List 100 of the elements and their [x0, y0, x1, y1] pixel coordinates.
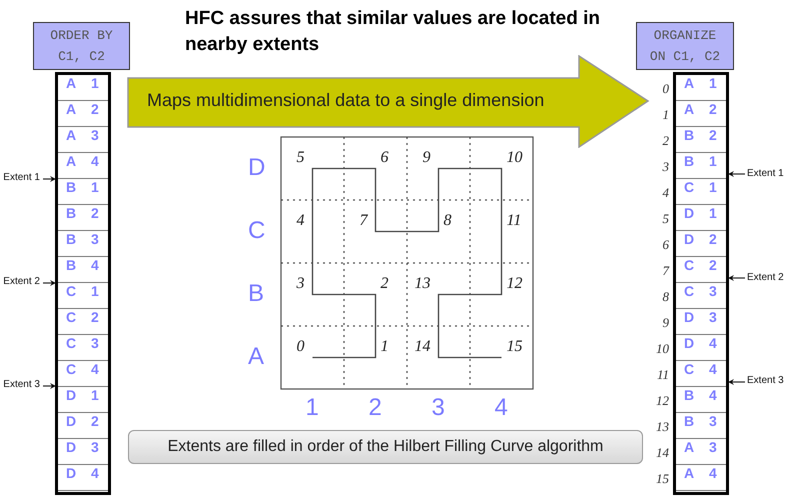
table-cell: B: [684, 127, 694, 143]
table-cell: 1: [91, 179, 99, 195]
row-index: 12: [655, 393, 669, 409]
table-cell: 3: [91, 439, 99, 455]
row-index: 14: [655, 445, 669, 461]
extent-label: Extent 3: [3, 379, 40, 391]
table-cell: 1: [709, 205, 717, 221]
banner-arrow: Maps multidimensional data to a single dimension: [127, 55, 650, 148]
table-cell: 1: [709, 153, 717, 169]
axis-label: D: [248, 155, 266, 181]
table-cell: 3: [709, 309, 717, 325]
curve-number: 4: [296, 212, 304, 230]
row-index: 8: [662, 289, 669, 305]
curve-number: 15: [506, 338, 522, 356]
note-box: Extents are filled in order of the Hilbert Filling Curve algorithm: [128, 430, 643, 464]
table-cell: 1: [91, 283, 99, 299]
table-cell: A: [684, 465, 694, 481]
table-frame: [673, 72, 729, 495]
row-index: 15: [655, 471, 669, 487]
table-cell: 2: [709, 101, 717, 117]
extent-label: Extent 1: [3, 172, 40, 184]
table-cell: D: [684, 231, 694, 247]
axis-label: 2: [368, 395, 382, 421]
axis-label: A: [248, 344, 264, 370]
arrow: [42, 176, 56, 182]
curve-number: 9: [422, 148, 430, 166]
table-cell: 4: [91, 465, 99, 481]
axis-label: C: [248, 218, 266, 244]
curve-number: 11: [506, 212, 522, 230]
table-cell: 2: [91, 413, 99, 429]
extent-label: Extent 2: [3, 276, 40, 288]
curve-number: 7: [360, 212, 368, 230]
header-box: ORGANIZE ON C1, C2: [636, 22, 734, 70]
table-cell: 2: [91, 205, 99, 221]
table-cell: A: [66, 153, 76, 169]
table-cell: 1: [91, 387, 99, 403]
curve-number: 5: [296, 148, 304, 166]
arrow: [728, 171, 746, 177]
table-cell: C: [66, 361, 76, 377]
arrow: [728, 379, 746, 385]
curve-number: 3: [296, 274, 304, 292]
table-cell: C: [684, 361, 694, 377]
table-cell: 2: [709, 231, 717, 247]
table-cell: 4: [709, 387, 717, 403]
table-cell: D: [684, 205, 694, 221]
table-cell: 1: [709, 179, 717, 195]
row-index: 3: [662, 159, 669, 175]
row-index: 4: [662, 185, 669, 201]
curve-number: 10: [506, 148, 522, 166]
table-cell: C: [684, 283, 694, 299]
row-index: 10: [655, 341, 669, 357]
table-cell: 4: [91, 153, 99, 169]
curve-number: 12: [506, 274, 522, 292]
table-cell: B: [66, 231, 76, 247]
arrow: [42, 280, 56, 286]
table-cell: 3: [91, 127, 99, 143]
table-cell: A: [684, 439, 694, 455]
table-cell: C: [684, 257, 694, 273]
table-cell: D: [66, 439, 76, 455]
row-index: 7: [662, 263, 669, 279]
curve-number: 8: [444, 212, 452, 230]
table-cell: C: [66, 335, 76, 351]
extent-label: Extent 2: [747, 272, 784, 284]
table-cell: A: [66, 127, 76, 143]
table-cell: D: [684, 309, 694, 325]
table-cell: 4: [709, 335, 717, 351]
table-cell: A: [66, 101, 76, 117]
row-index: 2: [662, 133, 669, 149]
table-cell: 1: [91, 75, 99, 91]
table-cell: D: [66, 465, 76, 481]
table-cell: 4: [91, 257, 99, 273]
table-cell: A: [684, 75, 694, 91]
table-cell: C: [684, 179, 694, 195]
table-cell: 4: [709, 361, 717, 377]
table-cell: 3: [709, 283, 717, 299]
table-cell: 4: [91, 361, 99, 377]
table-frame: [55, 72, 111, 495]
curve-number: 0: [296, 338, 304, 356]
table-cell: 3: [709, 439, 717, 455]
row-index: 0: [662, 81, 669, 97]
table-cell: 2: [709, 257, 717, 273]
curve-number: 13: [414, 274, 430, 292]
curve-number: 6: [380, 148, 388, 166]
table-cell: 4: [709, 465, 717, 481]
table-cell: C: [66, 283, 76, 299]
row-index: 9: [662, 315, 669, 331]
table-cell: D: [684, 335, 694, 351]
table-cell: 3: [91, 231, 99, 247]
curve-number: 1: [380, 338, 388, 356]
row-index: 11: [656, 367, 669, 383]
axis-label: 3: [432, 395, 445, 421]
extent-label: Extent 1: [747, 168, 784, 180]
header-box: ORDER BY C1, C2: [33, 22, 130, 70]
axis-label: 1: [306, 395, 319, 421]
table-cell: 2: [709, 127, 717, 143]
table-cell: C: [66, 309, 76, 325]
table-cell: B: [66, 179, 76, 195]
table-cell: 3: [709, 413, 717, 429]
table-cell: B: [66, 205, 76, 221]
axis-label: 4: [494, 395, 508, 421]
